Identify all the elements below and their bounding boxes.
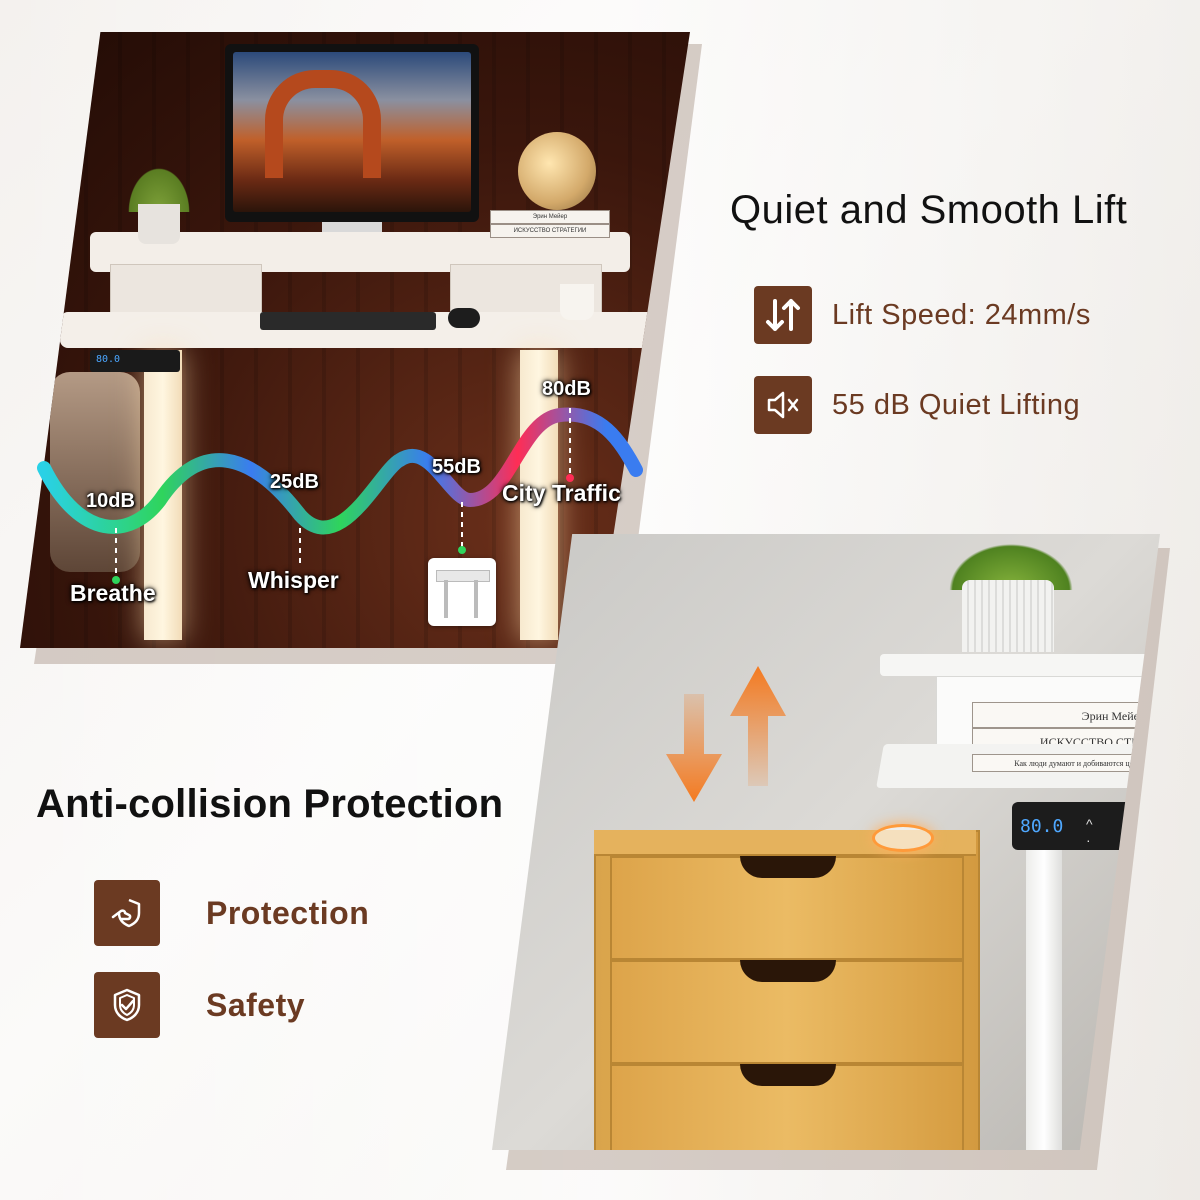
cabinet-drawer [610,960,964,1064]
desk-thumb-leg [444,580,448,618]
control-digits: 80.0 [1020,816,1064,837]
feature-quiet-label: 55 dB Quiet Lifting [832,388,1081,421]
bottom-cabinet-photo: Эрин Мейер ИСКУССТВО СТРА Как люди думаю… [492,534,1160,1150]
cabinet-drawer [610,856,964,960]
arrow-up-icon [730,666,786,786]
plant-leaves [124,162,194,212]
drawer-handle [740,960,836,982]
desk-thumbnail [428,558,496,626]
feature-protection: Protection [94,880,369,946]
feature-safety-label: Safety [206,986,306,1023]
label-whisper: Whisper [248,567,339,593]
book: ИСКУССТВО СТРАТЕГИИ [490,224,610,238]
arrow-down-icon [666,694,722,802]
up-down-arrows-icon [754,286,812,344]
quiet-title: Quiet and Smooth Lift [730,188,1128,232]
feature-lift-speed-label: Lift Speed: 24mm/s [832,298,1091,331]
db-label-55: 55dB [432,456,481,478]
drawer-handle [740,1064,836,1086]
shield-hand-icon [94,880,160,946]
mouse [448,308,480,328]
white-desk-leg [1026,850,1062,1150]
hanging-bag [50,372,140,572]
desk-control-panel: 80.0 [90,350,180,372]
moon-lamp [518,132,596,210]
cabinet-drawer [610,1064,964,1150]
collision-sensor [872,824,934,852]
arch-landscape [265,70,381,178]
drawer-handle [740,856,836,878]
hutch-drawer-left [110,264,262,316]
feature-protection-label: Protection [206,894,370,931]
feature-lift-speed: Lift Speed: 24mm/s [754,286,1091,344]
keyboard [260,312,436,330]
label-breathe: Breathe [70,580,156,606]
collision-title: Anti-collision Protection [36,782,504,826]
desk-panel-digits: 80.0 [96,354,121,365]
db-label-80: 80dB [542,378,591,400]
control-buttons: ^ ˅ · [1086,816,1147,848]
white-desk-top [880,654,1160,676]
monitor-screen [233,52,471,212]
book: Эрин Мейер [490,210,610,224]
books-stack: Эрин Мейер ИСКУССТВО СТРАТЕГИИ [490,202,612,246]
plant-pot [138,204,180,244]
speaker-mute-icon [754,376,812,434]
label-city-traffic: City Traffic [502,480,621,506]
book: Эрин Мейер [972,702,1152,728]
desk-thumb-top [436,570,490,582]
shield-check-icon [94,972,160,1038]
book: Как люди думают и добиваются целей [972,754,1152,772]
desk-thumb-leg [474,580,478,618]
db-label-25: 25dB [270,471,319,493]
coffee-mug [560,284,594,320]
planter [962,580,1054,652]
feature-quiet-lifting: 55 dB Quiet Lifting [754,376,1080,434]
db-label-10: 10dB [86,490,135,512]
top-desk-photo: Эрин Мейер ИСКУССТВО СТРАТЕГИИ 80.0 [20,32,690,648]
monitor [225,44,479,222]
feature-safety: Safety [94,972,305,1038]
